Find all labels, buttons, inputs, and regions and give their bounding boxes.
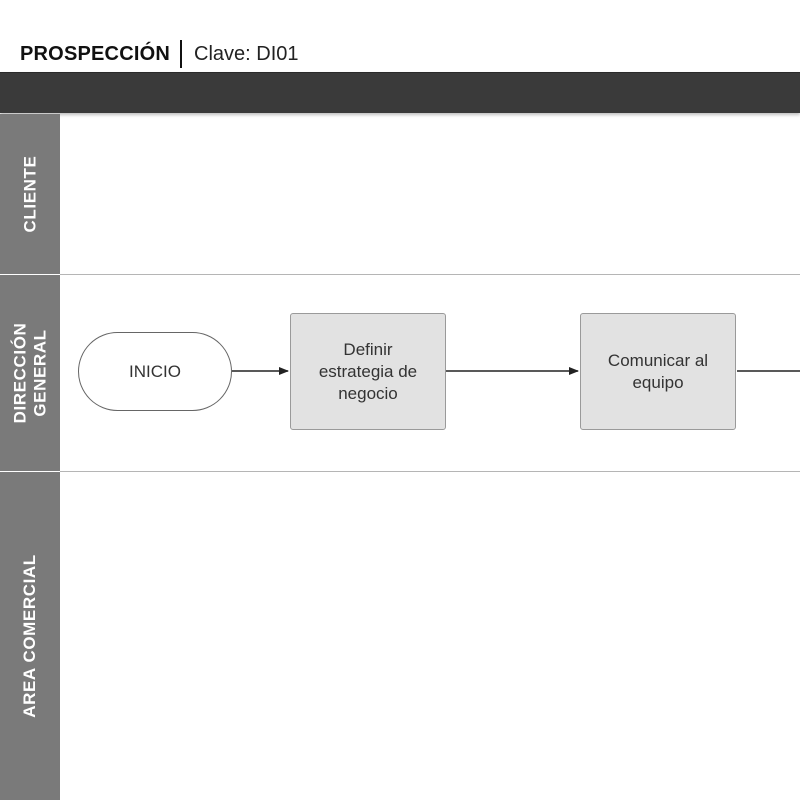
- process-name: PROSPECCIÓN: [20, 42, 171, 65]
- lane-cliente: CLIENTE: [0, 114, 800, 274]
- node-inicio[interactable]: INICIO: [78, 332, 232, 411]
- process-code: Clave: DI01: [194, 42, 299, 65]
- lane-title-cliente: CLIENTE: [20, 155, 39, 233]
- lane-divider: [60, 471, 800, 472]
- lane-title-direccion-general: DIRECCIÓN GENERAL: [10, 322, 50, 424]
- title-separator: [180, 40, 183, 68]
- lane-divider: [60, 274, 800, 275]
- header-band: [0, 72, 800, 113]
- lane-direccion-general: DIRECCIÓN GENERAL: [0, 275, 800, 471]
- lane-title-area-comercial: AREA COMERCIAL: [20, 554, 40, 718]
- lane-label-area-comercial: AREA COMERCIAL: [0, 472, 60, 800]
- node-comunicar-equipo[interactable]: Comunicar al equipo: [580, 313, 736, 430]
- lane-area-comercial: AREA COMERCIAL: [0, 472, 800, 800]
- node-definir-estrategia[interactable]: Definir estrategia de negocio: [290, 313, 446, 430]
- lane-label-cliente: CLIENTE: [0, 114, 60, 274]
- lane-label-direccion-general: DIRECCIÓN GENERAL: [0, 275, 60, 471]
- document-title-bar: PROSPECCIÓN Clave: DI01: [20, 38, 299, 70]
